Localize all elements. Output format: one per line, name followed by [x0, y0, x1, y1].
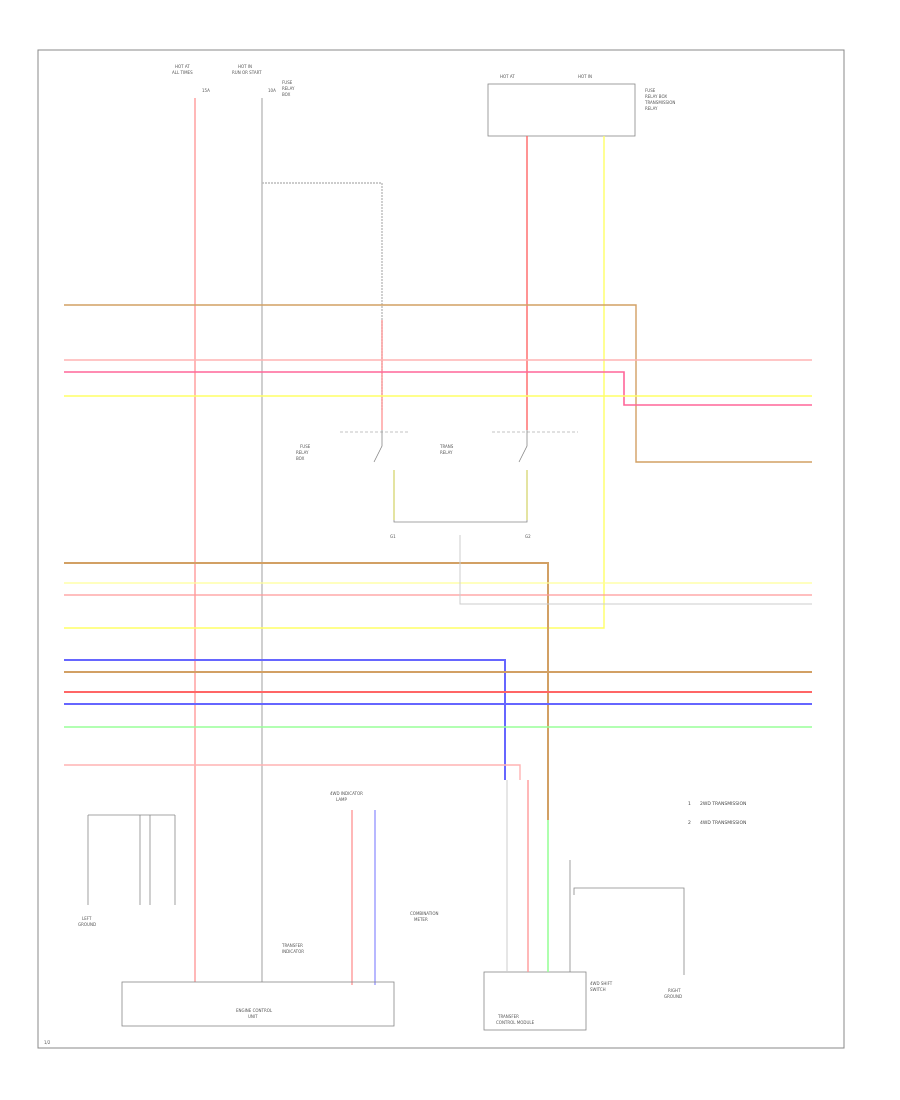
svg-text:RELAY BOX: RELAY BOX [645, 94, 667, 99]
relay-box-right [487, 83, 636, 137]
svg-text:15A: 15A [202, 88, 210, 93]
svg-text:HOT IN: HOT IN [578, 74, 592, 79]
svg-text:INDICATOR: INDICATOR [282, 949, 304, 954]
diagram-frame [37, 49, 845, 1049]
engine-control-unit [121, 981, 395, 1027]
svg-text:SWITCH: SWITCH [590, 987, 606, 992]
svg-text:RUN OR START: RUN OR START [232, 70, 262, 75]
svg-text:FUSE: FUSE [645, 88, 656, 93]
svg-text:COMBINATION: COMBINATION [410, 911, 439, 916]
svg-text:G2: G2 [525, 534, 531, 539]
svg-text:UNIT: UNIT [248, 1014, 258, 1019]
svg-text:HOT IN: HOT IN [238, 64, 252, 69]
svg-text:4WD INDICATOR: 4WD INDICATOR [330, 791, 363, 796]
svg-text:TRANS: TRANS [439, 444, 454, 449]
svg-text:FUSE: FUSE [282, 80, 293, 85]
svg-text:ENGINE CONTROL: ENGINE CONTROL [236, 1008, 273, 1013]
hot-feed-left: HOT AT ALL TIMES 15A [172, 64, 210, 93]
svg-text:RIGHT: RIGHT [668, 988, 681, 993]
legend: 1 2WD TRANSMISSION 2 4WD TRANSMISSION [688, 801, 746, 826]
four-wd-indicator: 4WD INDICATOR LAMP COMBINATION METER TRA… [281, 791, 439, 985]
svg-text:HOT AT: HOT AT [500, 74, 515, 79]
svg-text:TRANSFER: TRANSFER [497, 1014, 519, 1019]
svg-text:G1: G1 [390, 534, 396, 539]
svg-text:CONTROL MODULE: CONTROL MODULE [496, 1020, 535, 1025]
svg-text:ALL TIMES: ALL TIMES [172, 70, 193, 75]
svg-text:1: 1 [688, 801, 691, 807]
svg-text:FUSE: FUSE [300, 444, 311, 449]
legend-item-2: 4WD TRANSMISSION [700, 820, 746, 826]
svg-text:4WD SHIFT: 4WD SHIFT [590, 981, 613, 986]
relay-group: FUSE RELAY BOX TRANS RELAY G1 G2 [296, 430, 578, 539]
svg-text:METER: METER [414, 917, 428, 922]
left-ground: LEFT GROUND [78, 814, 176, 927]
svg-text:BOX: BOX [296, 456, 305, 461]
svg-text:LAMP: LAMP [336, 797, 348, 802]
legend-item-1: 2WD TRANSMISSION [700, 801, 746, 807]
svg-text:RELAY: RELAY [282, 86, 295, 91]
svg-text:GROUND: GROUND [78, 922, 96, 927]
footer-code: 1/2 [44, 1040, 51, 1045]
svg-text:GROUND: GROUND [664, 994, 682, 999]
right-ground: RIGHT GROUND [573, 887, 685, 999]
svg-text:TRANSFER: TRANSFER [281, 943, 303, 948]
svg-text:RELAY: RELAY [645, 106, 658, 111]
feed-wires [64, 98, 605, 982]
svg-text:LEFT: LEFT [82, 916, 92, 921]
svg-text:RELAY: RELAY [296, 450, 309, 455]
svg-text:10A: 10A [268, 88, 276, 93]
svg-text:BOX: BOX [282, 92, 291, 97]
svg-text:HOT AT: HOT AT [175, 64, 190, 69]
harness-wires [64, 304, 812, 820]
svg-text:TRANSMISSION: TRANSMISSION [644, 100, 675, 105]
hot-feed-right: HOT IN RUN OR START 10A FUSE RELAY BOX [232, 64, 295, 97]
svg-text:RELAY: RELAY [440, 450, 453, 455]
transfer-module: TRANSFER CONTROL MODULE 4WD SHIFT SWITCH [483, 780, 613, 1031]
svg-text:2: 2 [688, 820, 691, 826]
